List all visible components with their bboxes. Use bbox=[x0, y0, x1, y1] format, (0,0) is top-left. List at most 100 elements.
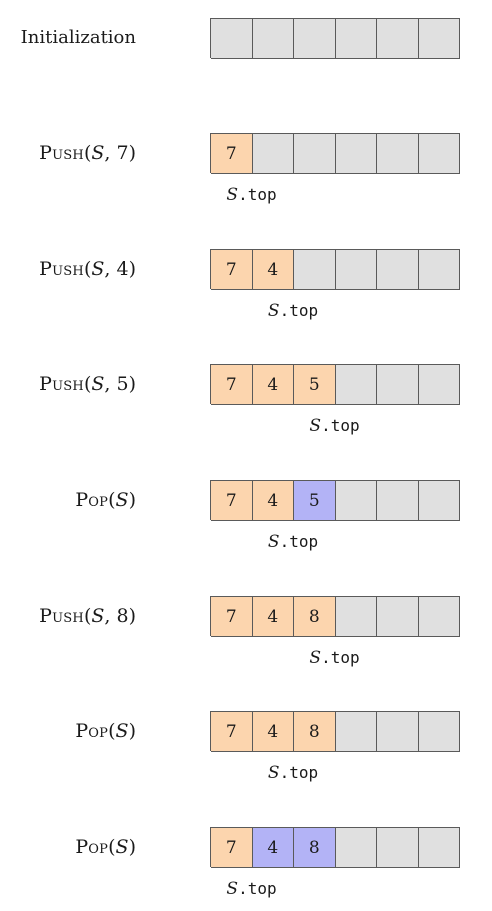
pointer-field: .top bbox=[321, 416, 360, 435]
operation-name: Pop bbox=[75, 720, 109, 742]
stack-cell bbox=[294, 133, 336, 174]
top-pointer-label: S.top bbox=[268, 532, 318, 552]
stack-cell bbox=[335, 711, 377, 752]
operation-stack-var: S bbox=[91, 605, 105, 627]
operation-stack-var: S bbox=[115, 489, 129, 511]
stack-cell bbox=[211, 18, 253, 59]
stack-cell bbox=[377, 249, 419, 290]
operation-stack-var: S bbox=[115, 720, 129, 742]
stack-cell bbox=[377, 827, 419, 868]
stack-cell bbox=[335, 133, 377, 174]
stack-cell bbox=[418, 711, 460, 752]
operation-args-open: ( bbox=[83, 605, 92, 627]
top-pointer-label: S.top bbox=[268, 301, 318, 321]
operation-args-rest: , 5) bbox=[104, 373, 136, 395]
pointer-stack-var: S bbox=[267, 532, 280, 552]
stack-cell bbox=[377, 18, 419, 59]
stack-cell bbox=[418, 827, 460, 868]
stack-array bbox=[210, 18, 460, 59]
stack-cell bbox=[418, 18, 460, 59]
stack-cell bbox=[294, 249, 336, 290]
operation-stack-var: S bbox=[91, 373, 105, 395]
operation-stack-var: S bbox=[115, 836, 129, 858]
operation-label: Push(S, 5) bbox=[0, 372, 136, 396]
stack-cell bbox=[377, 711, 419, 752]
operation-label: Pop(S) bbox=[0, 488, 136, 512]
stack-cell: 4 bbox=[252, 480, 294, 521]
top-pointer-label: S.top bbox=[309, 416, 359, 436]
stack-cell: 8 bbox=[294, 827, 336, 868]
operation-label: Push(S, 8) bbox=[0, 604, 136, 628]
stack-cell: 8 bbox=[294, 711, 336, 752]
operation-args-open: ( bbox=[108, 836, 116, 858]
stack-cell bbox=[335, 480, 377, 521]
stack-cell bbox=[377, 133, 419, 174]
operation-args-rest: ) bbox=[128, 720, 136, 742]
stack-cell: 5 bbox=[294, 480, 336, 521]
stack-cell: 4 bbox=[252, 364, 294, 405]
pointer-stack-var: S bbox=[267, 301, 280, 321]
stack-cell bbox=[418, 364, 460, 405]
stack-cell bbox=[418, 249, 460, 290]
operation-stack-var: S bbox=[91, 142, 105, 164]
stack-cell bbox=[377, 480, 419, 521]
stack-cell: 4 bbox=[252, 249, 294, 290]
operation-label: Pop(S) bbox=[0, 835, 136, 859]
top-pointer-label: S.top bbox=[309, 648, 359, 668]
stack-cell bbox=[335, 827, 377, 868]
operation-name: Push bbox=[39, 605, 84, 627]
stack-cell bbox=[335, 249, 377, 290]
top-pointer-label: S.top bbox=[268, 763, 318, 783]
top-pointer-label: S.top bbox=[226, 879, 276, 899]
stack-cell bbox=[335, 364, 377, 405]
operation-args-open: ( bbox=[108, 489, 116, 511]
stack-cell: 7 bbox=[211, 711, 253, 752]
operation-args-rest: , 7) bbox=[104, 142, 136, 164]
pointer-stack-var: S bbox=[226, 879, 239, 899]
operation-args-rest: , 4) bbox=[104, 258, 136, 280]
operation-args-rest: ) bbox=[128, 836, 136, 858]
top-pointer-label: S.top bbox=[226, 185, 276, 205]
operation-label: Push(S, 7) bbox=[0, 141, 136, 165]
operation-args-open: ( bbox=[108, 720, 116, 742]
stack-cell bbox=[294, 18, 336, 59]
operation-name: Push bbox=[39, 258, 84, 280]
stack-cell: 7 bbox=[211, 596, 253, 637]
stack-cell bbox=[418, 596, 460, 637]
stack-cell: 4 bbox=[252, 596, 294, 637]
stack-cell bbox=[335, 18, 377, 59]
pointer-stack-var: S bbox=[226, 185, 239, 205]
operation-name: Pop bbox=[75, 489, 109, 511]
stack-cell bbox=[335, 596, 377, 637]
stack-cell bbox=[377, 364, 419, 405]
stack-cell: 4 bbox=[252, 711, 294, 752]
operation-name: Pop bbox=[75, 836, 109, 858]
pointer-field: .top bbox=[279, 532, 319, 551]
pointer-field: .top bbox=[238, 879, 277, 898]
pointer-stack-var: S bbox=[309, 416, 322, 436]
pointer-stack-var: S bbox=[267, 763, 280, 783]
operation-args-open: ( bbox=[83, 373, 92, 395]
operation-args-rest: , 8) bbox=[104, 605, 136, 627]
operation-args-open: ( bbox=[83, 258, 92, 280]
operation-label: Push(S, 4) bbox=[0, 257, 136, 281]
stack-cell bbox=[377, 596, 419, 637]
operation-name: Push bbox=[39, 373, 84, 395]
operation-args-rest: ) bbox=[128, 489, 136, 511]
stack-cell bbox=[252, 18, 294, 59]
stack-cell: 7 bbox=[211, 249, 253, 290]
operation-label: Pop(S) bbox=[0, 719, 136, 743]
stack-array: 7 bbox=[210, 133, 460, 174]
stack-cell bbox=[418, 133, 460, 174]
pointer-field: .top bbox=[238, 185, 277, 204]
pointer-stack-var: S bbox=[309, 648, 322, 668]
operation-label: Initialization bbox=[20, 27, 136, 48]
stack-cell: 7 bbox=[211, 133, 253, 174]
stack-cell bbox=[418, 480, 460, 521]
